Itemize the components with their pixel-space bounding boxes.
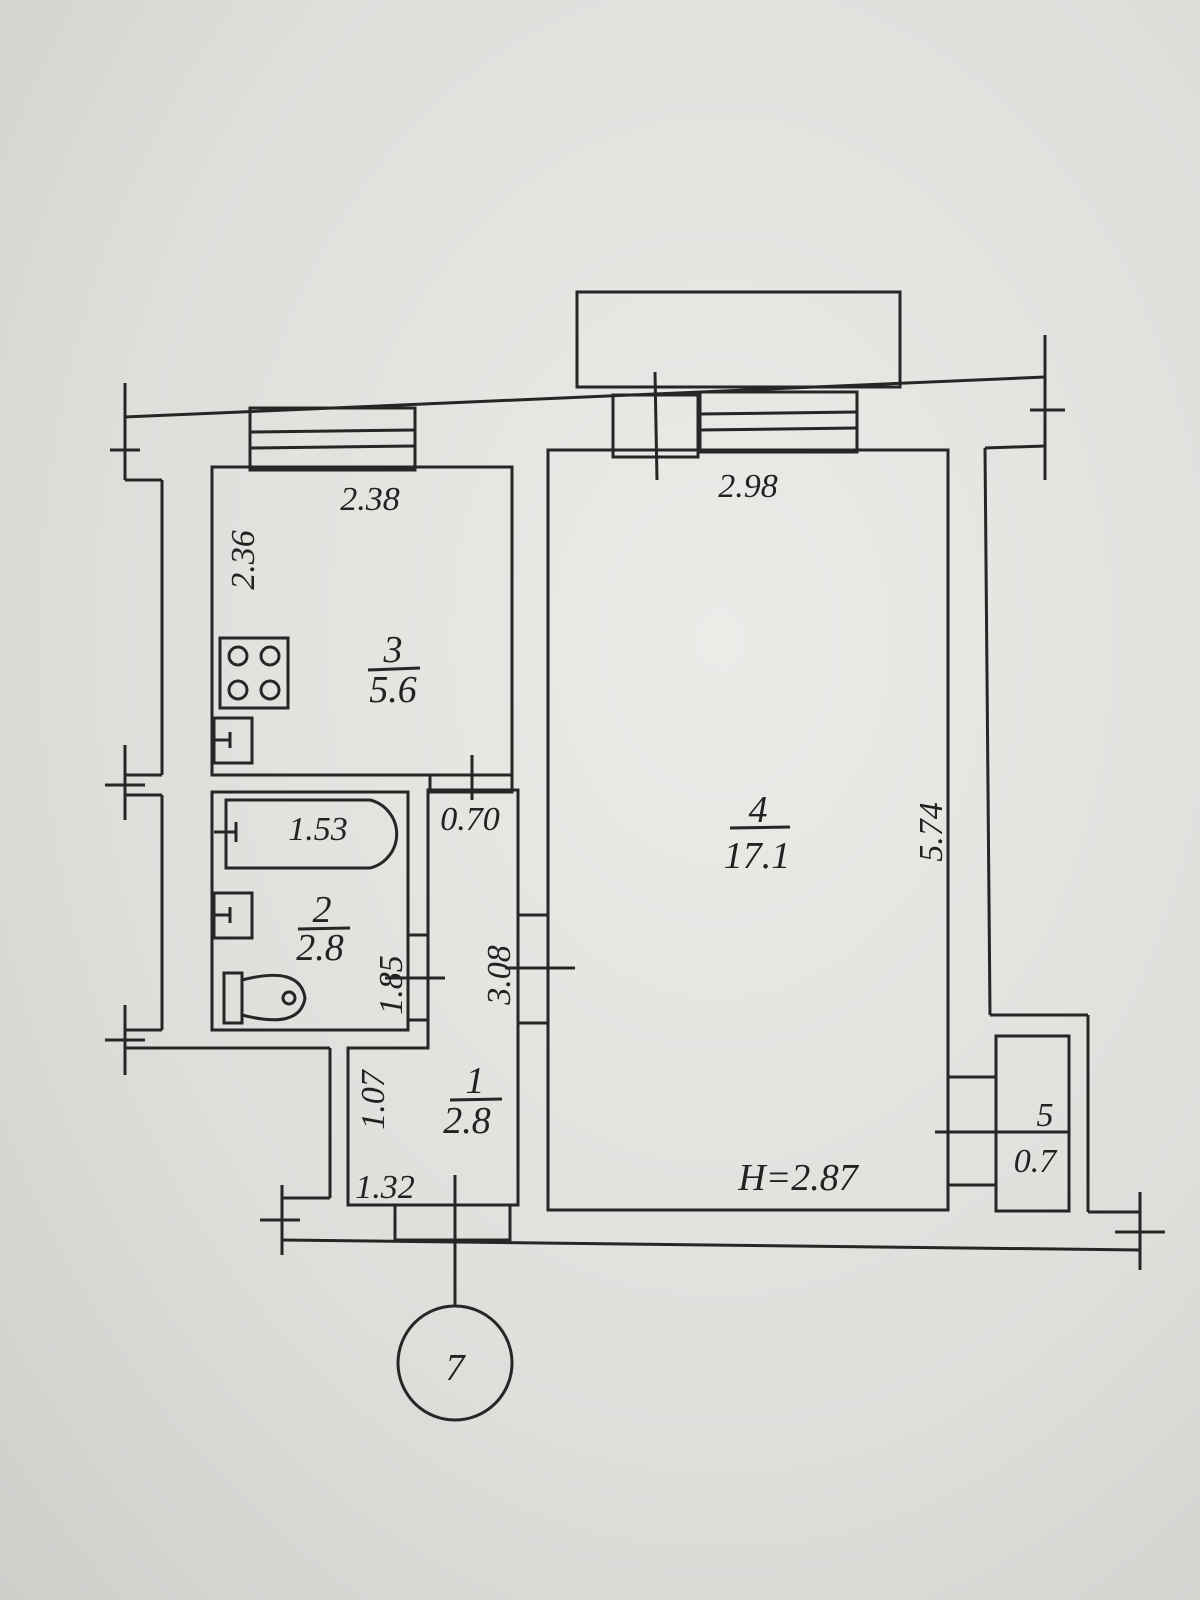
room-1-width: 1.32 [355,1169,415,1206]
room-2-depth: 1.85 [373,955,410,1015]
bathtub-icon [214,798,399,870]
room-4-width: 2.98 [718,468,778,505]
room-4-living [546,448,950,1212]
room-3-area: 5.6 [369,669,417,711]
exterior-walls [105,335,1165,1270]
room-2-bathroom [210,790,410,1032]
room-1-hallway [346,788,520,1207]
sink-icon [212,716,254,765]
apartment-marker [396,1304,514,1422]
room-4-area: 17.1 [724,835,791,877]
room-2-area: 2.8 [296,927,344,969]
room-3-depth: 2.36 [225,530,262,590]
room-1-number: 1 [466,1060,485,1102]
room-4-number: 4 [749,789,768,831]
apartment-number: 7 [446,1347,467,1389]
room-4-depth: 5.74 [913,802,950,862]
hallway-width: 0.70 [440,801,500,838]
doors [385,755,1069,1242]
washbasin-icon [212,891,254,940]
ceiling-height: H=2.87 [737,1157,860,1199]
room-5-number: 5 [1037,1097,1054,1134]
bathtub-length: 1.53 [288,811,348,848]
room-5-area: 0.7 [1014,1143,1059,1180]
room-1-depth: 1.07 [355,1068,392,1130]
room-3-number: 3 [383,629,403,671]
windows [248,371,859,481]
room-3-width: 2.38 [340,481,400,518]
balcony [575,290,902,389]
hallway-length: 3.08 [481,945,518,1006]
room-5-closet [994,1034,1071,1213]
room-1-area: 2.8 [443,1100,491,1142]
stove-icon [218,636,290,710]
room-2-number: 2 [313,889,332,931]
room-3-kitchen [210,465,514,777]
toilet-icon [222,971,307,1025]
